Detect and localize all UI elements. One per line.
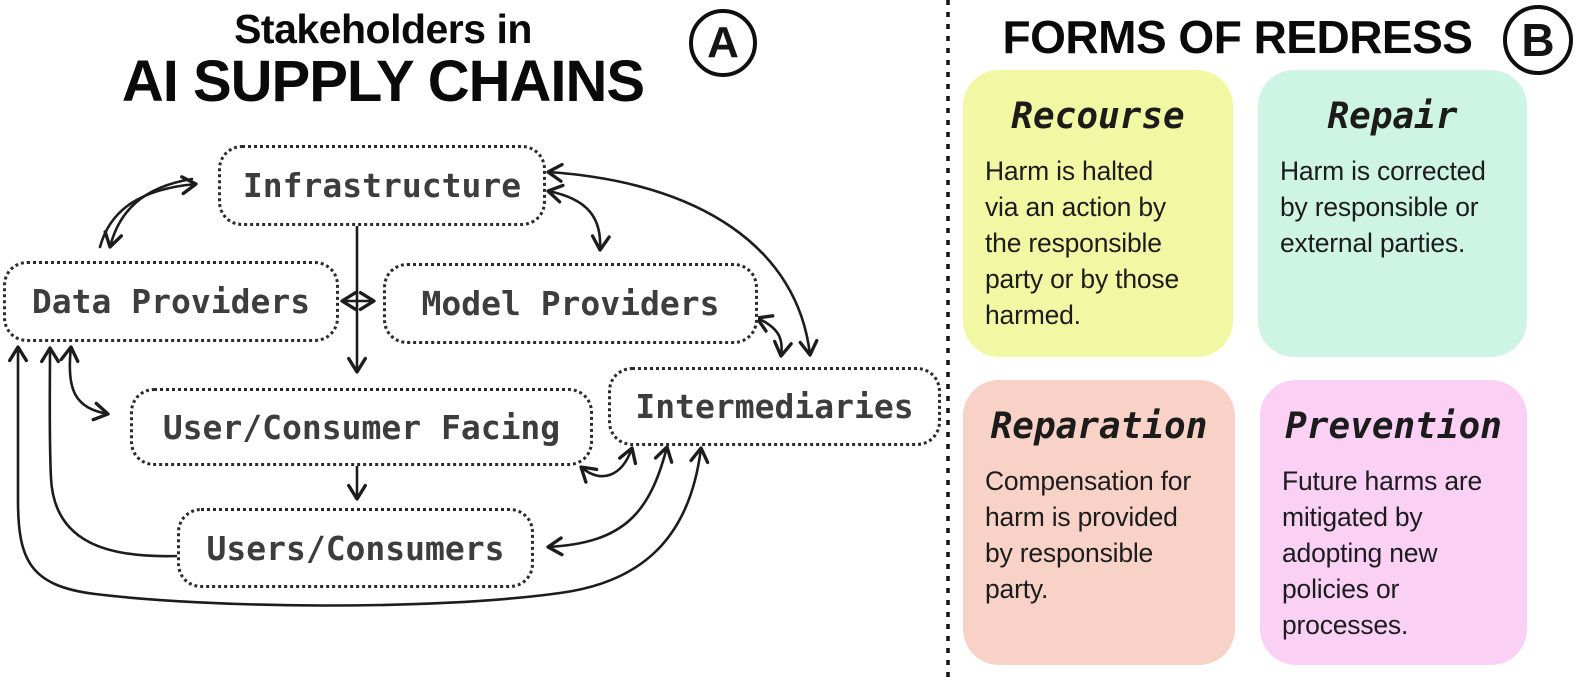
node-label: Users/Consumers — [206, 528, 505, 568]
arrow-infrastructure-to-data-providers — [103, 177, 194, 249]
card-recourse-title: Recourse — [1011, 96, 1185, 137]
node-label: Intermediaries — [635, 387, 914, 426]
card-recourse-body: Harm is halted via an action by the resp… — [985, 156, 1179, 330]
arrow-infrastructure-model-providers — [546, 183, 611, 252]
node-label: Model Providers — [421, 284, 720, 323]
panel-b-badge: B — [1503, 5, 1573, 75]
card-repair-body: Harm is corrected by responsible or exte… — [1280, 156, 1486, 258]
card-reparation-body: Compensation for harm is provided by res… — [985, 466, 1191, 604]
arrow-data-providers-intermediaries-bottom — [8, 345, 710, 607]
node-infrastructure: Infrastructure — [218, 145, 546, 226]
panel-a-badge: A — [689, 9, 757, 77]
card-reparation: Reparation Compensation for harm is prov… — [963, 380, 1235, 665]
card-repair-title: Repair — [1327, 96, 1458, 137]
panel-a-title-line1: Stakeholders in — [234, 6, 532, 52]
node-label: Infrastructure — [242, 166, 522, 205]
arrow-infrastructure-intermediaries — [546, 162, 819, 357]
node-data-providers: Data Providers — [3, 261, 339, 342]
card-prevention-title: Prevention — [1285, 406, 1502, 447]
card-repair: Repair Harm is corrected by responsible … — [1258, 70, 1527, 357]
node-model-providers: Model Providers — [383, 263, 758, 344]
card-prevention: Prevention Future harms are mitigated by… — [1260, 380, 1527, 665]
panel-a-title-line2: AI SUPPLY CHAINS — [121, 49, 645, 114]
node-label: User/Consumer Facing — [162, 407, 561, 447]
card-prevention-body: Future harms are mitigated by adopting n… — [1282, 466, 1483, 640]
card-reparation-title: Reparation — [990, 406, 1208, 447]
panel-a-title: Stakeholders in AI SUPPLY CHAINS — [108, 6, 658, 112]
arrow-data-providers-user-consumer-facing — [59, 345, 110, 422]
card-recourse: Recourse Harm is halted via an action by… — [963, 70, 1233, 357]
node-user-consumer-facing: User/Consumer Facing — [130, 388, 593, 466]
arrow-model-providers-intermediaries — [755, 314, 793, 358]
panel-b-title: FORMS OF REDRESS — [1002, 11, 1473, 63]
node-label: Data Providers — [31, 282, 311, 321]
node-intermediaries: Intermediaries — [608, 367, 941, 446]
node-users-consumers: Users/Consumers — [177, 508, 534, 588]
arrow-users-consumers-intermediaries — [546, 445, 674, 557]
